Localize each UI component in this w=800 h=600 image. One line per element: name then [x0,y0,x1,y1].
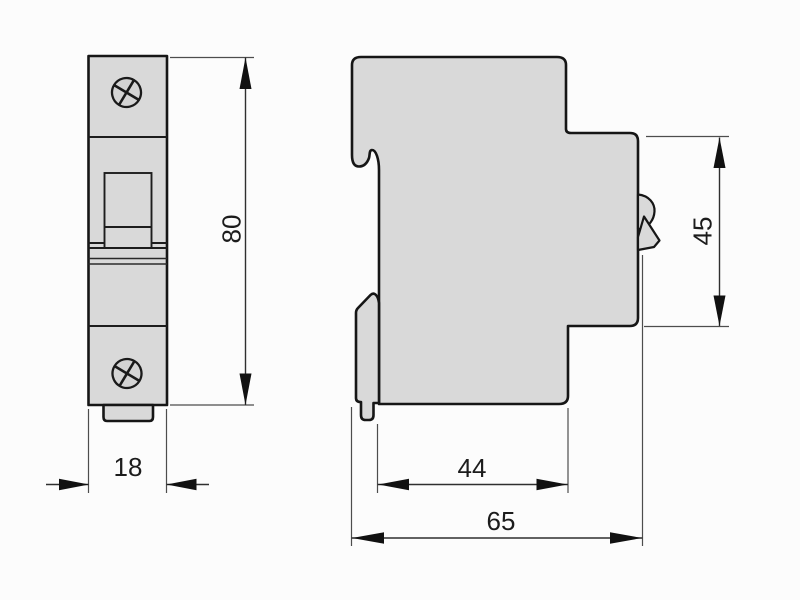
arrowhead-down [713,295,726,326]
arrowhead-left [166,478,197,491]
arrowhead-down [239,373,252,405]
arrowhead-right [536,478,568,491]
dimension-height-80: 80 [170,56,254,406]
dimension-label-18: 18 [114,452,143,482]
dimension-label-80: 80 [217,215,247,244]
din-clip-slider [354,292,381,422]
arrowhead-up [713,137,726,168]
arrowhead-left [352,532,384,544]
toggle-lever-icon [636,193,661,252]
dimension-width-18: 18 [46,409,209,493]
toggle-frame [103,172,153,249]
dimension-depth-44: 44 [376,408,569,493]
dimension-label-45: 45 [688,217,718,246]
arrowhead-right [610,532,642,544]
arrowhead-right [59,478,89,491]
arrowhead-up [239,57,252,89]
side-body-outline [350,55,640,406]
front-view [87,54,169,423]
dimension-depth-65: 65 [350,255,644,546]
dimension-height-45: 45 [644,135,729,328]
screw-head-icon-top [110,76,143,109]
screw-head-icon-bottom [111,357,143,390]
front-body [87,54,169,407]
bottom-terminal-tab [102,403,155,423]
side-view [350,55,661,422]
dimension-label-44: 44 [458,453,487,483]
dimension-label-65: 65 [487,506,516,536]
arrowhead-left [378,478,409,491]
